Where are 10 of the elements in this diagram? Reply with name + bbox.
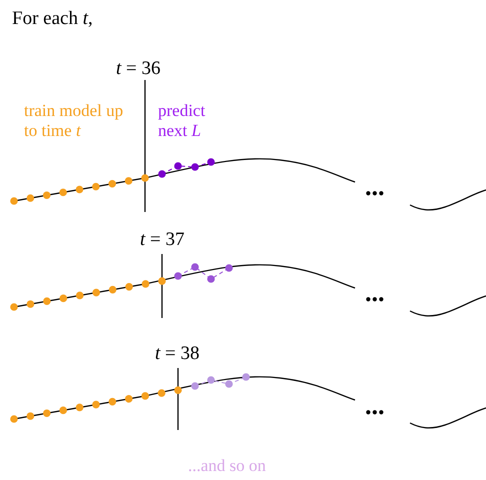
ellipsis: ... bbox=[365, 172, 384, 202]
time-label: t = 38 bbox=[155, 343, 200, 365]
time-label: t = 37 bbox=[140, 229, 184, 251]
heading: For each t, bbox=[12, 8, 93, 30]
time-label: t = 36 bbox=[116, 58, 160, 80]
ellipsis: ... bbox=[365, 391, 384, 421]
annotation-text: train model up to time t bbox=[24, 101, 124, 140]
annotation-text: predict next L bbox=[158, 101, 206, 140]
ellipsis: ... bbox=[365, 278, 384, 308]
footer-note: ...and so on bbox=[188, 456, 266, 476]
